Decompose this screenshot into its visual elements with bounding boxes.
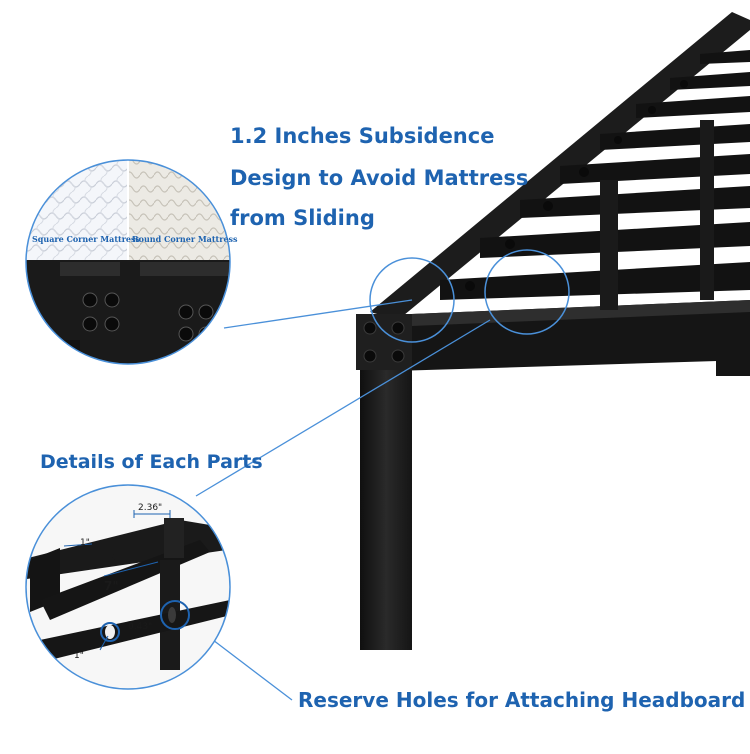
reserve-holes-caption: Reserve Holes for Attaching Headboard	[298, 688, 746, 712]
dim-width-top: 2.36"	[138, 503, 162, 513]
dim-length: 7"	[104, 579, 119, 593]
dim-hole-spacing: 1"	[74, 651, 84, 661]
slat-bolts	[465, 80, 688, 291]
dim-small-gap: 2"	[110, 553, 120, 563]
bed-frame	[356, 12, 750, 650]
dim-hole: 0.43"	[128, 622, 152, 632]
subsidence-caption-line3: from Sliding	[230, 206, 375, 230]
slat-callout-circle	[484, 249, 570, 335]
corner-callout-circle	[369, 257, 455, 343]
parts-detail-inset: 2.36" 1" 2" 0.43" 1" 7"	[25, 484, 231, 690]
round-corner-label: Round Corner Mattress	[132, 234, 238, 244]
subsidence-caption-line1: 1.2 Inches Subsidence	[230, 124, 495, 148]
subsidence-caption-line2: Design to Avoid Mattress	[230, 166, 529, 190]
square-corner-label: Square Corner Mattress	[32, 234, 141, 244]
dim-depth-left: 1"	[80, 538, 90, 548]
mattress-corner-inset: Square Corner Mattress Round Corner Matt…	[25, 159, 238, 365]
details-caption: Details of Each Parts	[40, 451, 263, 473]
front-leg	[360, 370, 412, 650]
